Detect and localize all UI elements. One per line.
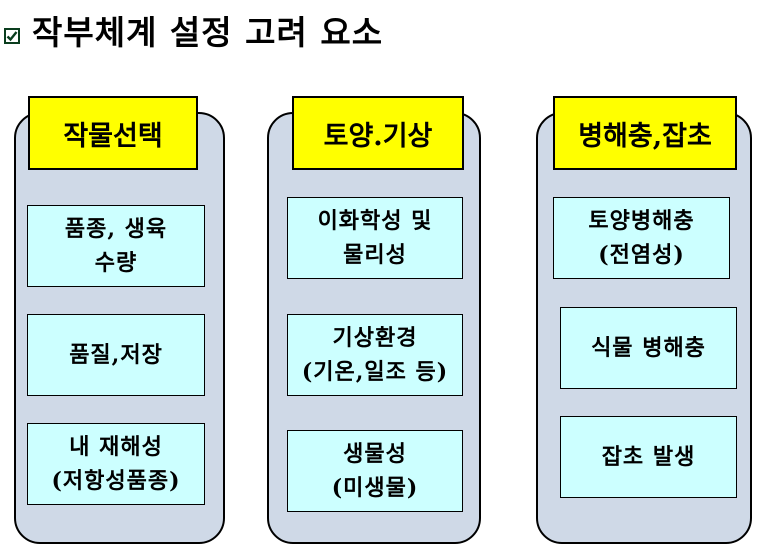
box-physicochemical: 이화학성 및 물리성 — [287, 197, 463, 279]
box-line: 품종, 생육 — [64, 216, 168, 242]
box-line: 잡초 발생 — [601, 444, 696, 470]
box-line: 이화학성 및 — [317, 208, 433, 234]
box-variety-yield: 품종, 생육 수량 — [27, 205, 205, 287]
box-line: (기온,일조 등) — [301, 359, 449, 385]
header-pests-weeds: 병해충,잡초 — [553, 96, 737, 170]
box-line: 내 재해성 — [69, 434, 163, 460]
box-line: (저항성품종) — [51, 468, 181, 494]
box-biological: 생물성 (미생물) — [287, 430, 463, 512]
box-line: 식물 병해충 — [591, 335, 706, 361]
header-crop-selection: 작물선택 — [28, 96, 198, 170]
box-soil-pests: 토양병해충 (전염성) — [553, 197, 730, 279]
box-line: 토양병해충 — [588, 208, 695, 234]
box-line: (미생물) — [331, 475, 419, 501]
title-row: 작부체계 설정 고려 요소 — [4, 8, 383, 58]
box-line: (전염성) — [598, 242, 685, 268]
header-soil-weather: 토양.기상 — [292, 96, 464, 170]
checkbox-icon — [4, 28, 20, 44]
box-quality-storage: 품질,저장 — [27, 314, 205, 396]
box-line: 품질,저장 — [69, 342, 163, 368]
box-disaster-tolerance: 내 재해성 (저항성품종) — [27, 423, 205, 505]
box-weed-occurrence: 잡초 발생 — [560, 416, 737, 498]
page-title: 작부체계 설정 고려 요소 — [32, 13, 384, 52]
box-line: 수량 — [94, 250, 138, 276]
box-plant-pests: 식물 병해충 — [560, 307, 737, 389]
box-line: 생물성 — [343, 441, 407, 467]
box-weather-environment: 기상환경 (기온,일조 등) — [287, 314, 463, 396]
box-line: 기상환경 — [332, 325, 418, 351]
box-line: 물리성 — [343, 242, 407, 268]
